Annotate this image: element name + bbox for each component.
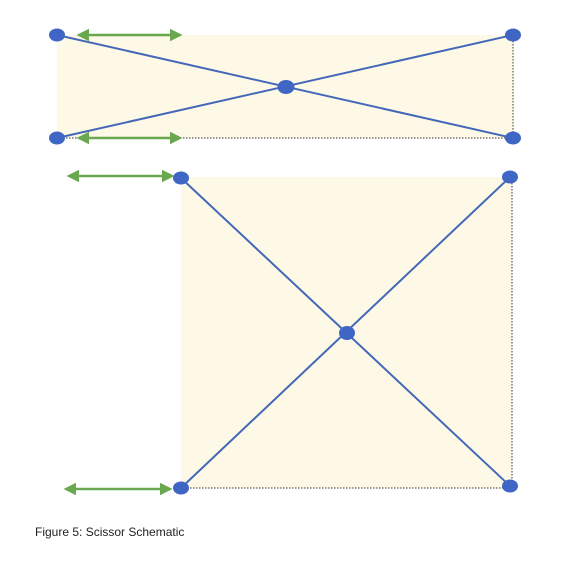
extended-center-pivot-joint	[339, 326, 355, 340]
extended-bottom-left-joint	[173, 481, 189, 495]
extended-top-right-joint	[502, 170, 518, 184]
collapsed-scissor	[49, 28, 521, 145]
collapsed-bottom-left-joint	[49, 131, 65, 145]
collapsed-center-pivot-joint	[277, 80, 295, 94]
collapsed-top-left-joint	[49, 28, 65, 42]
figure-caption: Figure 5: Scissor Schematic	[35, 525, 185, 539]
extended-top-left-joint	[173, 171, 189, 185]
extended-bottom-right-joint	[502, 479, 518, 493]
extended-scissor	[63, 169, 518, 496]
collapsed-top-right-joint	[505, 28, 521, 42]
collapsed-bottom-right-joint	[505, 131, 521, 145]
